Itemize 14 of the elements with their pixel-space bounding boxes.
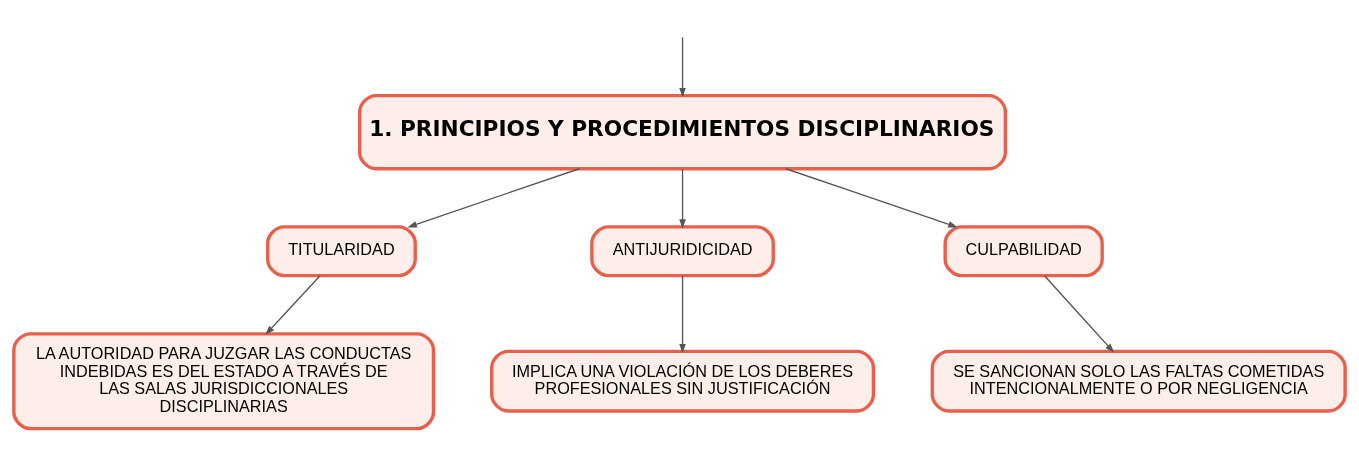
- node-box: TITULARIDAD: [265, 224, 417, 277]
- node-box: IMPLICA UNA VIOLACIÓN DE LOS DEBERES PROFESIONALES SIN JUSTIFICACIÓN: [490, 349, 876, 413]
- node-box: SE SANCIONAN SOLO LAS FALTAS COMETIDAS INTENCIONALMENTE O POR NEGLIGENCIA: [930, 349, 1347, 413]
- arrow: [1044, 274, 1115, 353]
- arrow: [407, 167, 580, 227]
- node-box: 1. PRINCIPIOS Y PROCEDIMIENTOS DISCIPLINARIOS: [358, 93, 1008, 170]
- arrow: [679, 274, 686, 353]
- node-box: ANTIJURIDICIDAD: [590, 224, 775, 277]
- arrow: [785, 167, 958, 227]
- arrow: [679, 36, 686, 97]
- node-box: CULPABILIDAD: [943, 224, 1104, 277]
- arrow: [679, 167, 686, 229]
- arrow: [265, 274, 321, 335]
- node-box: LA AUTORIDAD PARA JUZGAR LAS CONDUCTAS INDEBIDAS ES DEL ESTADO A TRAVÉS DE LAS SALAS JURISDICCIONALES DISCIPLINARIAS: [12, 331, 436, 430]
